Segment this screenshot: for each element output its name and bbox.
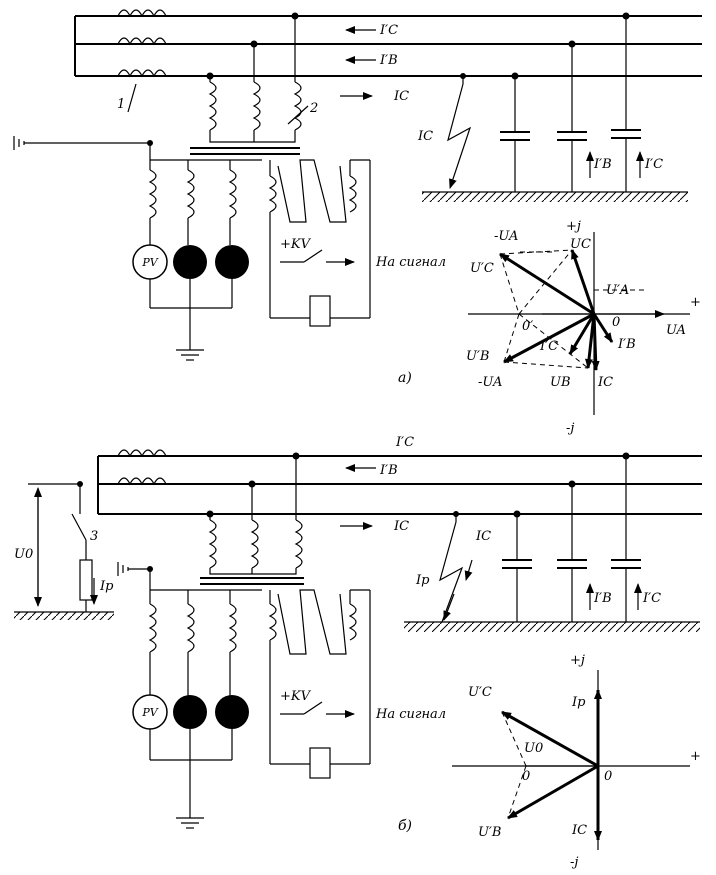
bottom-open-delta: +KV На сигнал <box>268 589 446 779</box>
top-vec-label-7: I′B <box>617 337 636 352</box>
bottom-neutral-ground <box>117 562 153 590</box>
top-capacitances <box>422 12 688 202</box>
top-axis-pos-imag: +j <box>566 219 581 234</box>
top-current-label-1: I′C <box>379 23 398 38</box>
top-vec-label-5: UA <box>666 323 686 338</box>
top-current-arrows <box>340 26 376 100</box>
bottom-vector-diagram: +j -j + 0 0 U′C U0 U′B Ip IC б) <box>398 653 701 870</box>
top-caption: а) <box>398 370 412 386</box>
top-open-delta: +KV На сигнал <box>268 159 446 327</box>
top-phase-lines <box>74 15 702 77</box>
top-vec-label-4: U′A <box>606 283 629 298</box>
top-vector-diagram: +j -j + 0 0′ -UA UC U′C U′A UA I′C I′B U… <box>398 219 701 436</box>
bottom-current-label-3: IC <box>393 519 409 534</box>
bottom-vec-label-2: U0 <box>524 741 543 756</box>
bottom-current-arrows <box>340 464 376 530</box>
bottom-labels: I′C I′B IC IC Ip I′B I′C <box>379 435 661 606</box>
bottom-vec-label-4: Ip <box>571 695 586 710</box>
top-relay-label: +KV <box>280 237 312 252</box>
bottom-fault-label-2: Ip <box>415 573 430 588</box>
bottom-vt-primary <box>200 452 304 585</box>
bottom-reactor-label: 3 <box>90 529 98 544</box>
top-current-label-2: I′B <box>379 53 398 68</box>
bottom-cap-current-1: I′B <box>593 591 612 606</box>
top-vec-label-9: -UA <box>478 375 502 390</box>
top-coil-label: 1 <box>117 97 125 112</box>
top-current-label-3: IC <box>393 89 409 104</box>
top-signal-label: На сигнал <box>375 255 446 270</box>
bottom-axis-pos-imag: +j <box>570 653 585 668</box>
bottom-origin: 0 <box>604 769 612 784</box>
top-vec-label-10: UB <box>550 375 571 390</box>
top-vt-primary <box>190 12 309 155</box>
bottom-shifted-origin: 0 <box>522 769 530 784</box>
top-axis-pos-real: + <box>690 295 701 310</box>
top-vec-label-2: UC <box>570 237 591 252</box>
bottom-cap-current-2: I′C <box>642 591 661 606</box>
bottom-reactor-current: Ip <box>99 579 114 594</box>
bottom-relay-label: +KV <box>280 689 312 704</box>
bottom-line-coils <box>117 449 167 486</box>
voltmeter-label: PV <box>141 256 158 269</box>
bottom-axis-neg-imag: -j <box>570 855 578 870</box>
bottom-fault-label-1: IC <box>475 529 491 544</box>
top-axis-neg-imag: -j <box>566 421 574 436</box>
bottom-vec-label-1: U′C <box>468 685 492 700</box>
top-vec-label-8: U′B <box>466 349 489 364</box>
bottom-voltmeter-label: PV <box>141 706 158 719</box>
top-vec-label-3: U′C <box>470 261 494 276</box>
top-vec-label-11: IC <box>597 375 613 390</box>
top-cap-current-2: I′C <box>644 157 663 172</box>
bottom-reactor: U0 3 Ip <box>14 481 114 620</box>
bottom-lamp-2 <box>215 695 249 729</box>
top-shifted-origin: 0′ <box>522 319 533 334</box>
top-vec-label-6: I′C <box>539 339 558 354</box>
bottom-caption: б) <box>398 818 412 834</box>
top-vt-secondary: PV <box>132 159 262 361</box>
bottom-vec-label-5: IC <box>571 823 587 838</box>
lamp-2 <box>215 245 249 279</box>
top-origin: 0 <box>612 315 620 330</box>
bottom-current-label-1: I′C <box>395 435 414 450</box>
top-vt-label: 2 <box>309 101 318 116</box>
bottom-neutral-voltage: U0 <box>14 547 33 562</box>
bottom-schematic: U0 3 Ip <box>14 435 702 829</box>
top-labels: 1 2 I′C I′B IC IC I′B I′C <box>117 23 663 172</box>
top-neutral-ground <box>13 136 153 160</box>
bottom-signal-label: На сигнал <box>375 707 446 722</box>
bottom-vec-label-3: U′B <box>478 825 501 840</box>
bottom-vt-secondary: PV <box>132 589 262 829</box>
top-line-coils <box>117 9 167 113</box>
bottom-capacitances <box>404 452 700 632</box>
bottom-current-label-2: I′B <box>379 463 398 478</box>
top-vec-label-1: -UA <box>494 229 518 244</box>
bottom-lamp-1 <box>173 695 207 729</box>
bottom-axis-pos-real: + <box>690 749 701 764</box>
top-fault-label: IC <box>417 129 433 144</box>
top-schematic: PV +KV <box>13 9 702 361</box>
bottom-phase-lines <box>97 455 702 515</box>
top-cap-current-1: I′B <box>593 157 612 172</box>
lamp-1 <box>173 245 207 279</box>
